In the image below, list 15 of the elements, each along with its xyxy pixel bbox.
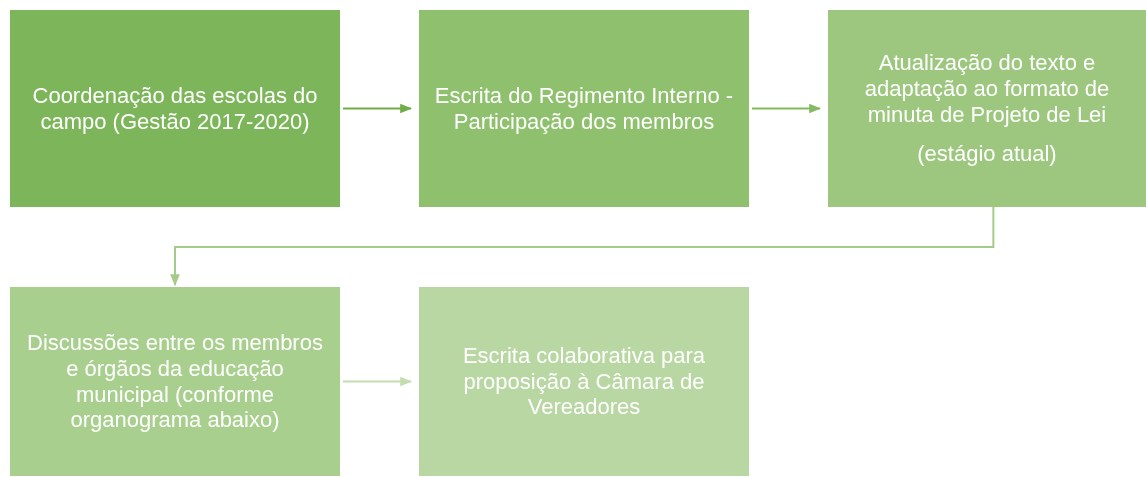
- box-text: Coordenação das escolas do campo (Gestão 2017-2020): [31, 82, 319, 135]
- box-text: (estágio atual): [917, 141, 1057, 168]
- process-box: [419, 287, 749, 476]
- box-text: Escrita colaborativa para proposição à Câmara de Vereadores: [461, 342, 707, 421]
- arrow: [342, 376, 413, 387]
- box-text: Discussões entre os membros e órgãos da educação municipal (conforme organograma abaixo): [26, 329, 324, 434]
- process-box: [828, 10, 1146, 207]
- box-text: Atualização do texto e adaptação ao formato de minuta de Projeto de Lei: [863, 49, 1111, 128]
- arrow: [170, 206, 995, 287]
- process-box: [10, 10, 340, 207]
- arrow: [342, 103, 413, 114]
- process-box: [10, 287, 340, 476]
- process-box: [419, 10, 749, 207]
- box-text: Escrita do Regimento Interno - Participação dos membros: [433, 82, 735, 135]
- arrow: [751, 103, 822, 114]
